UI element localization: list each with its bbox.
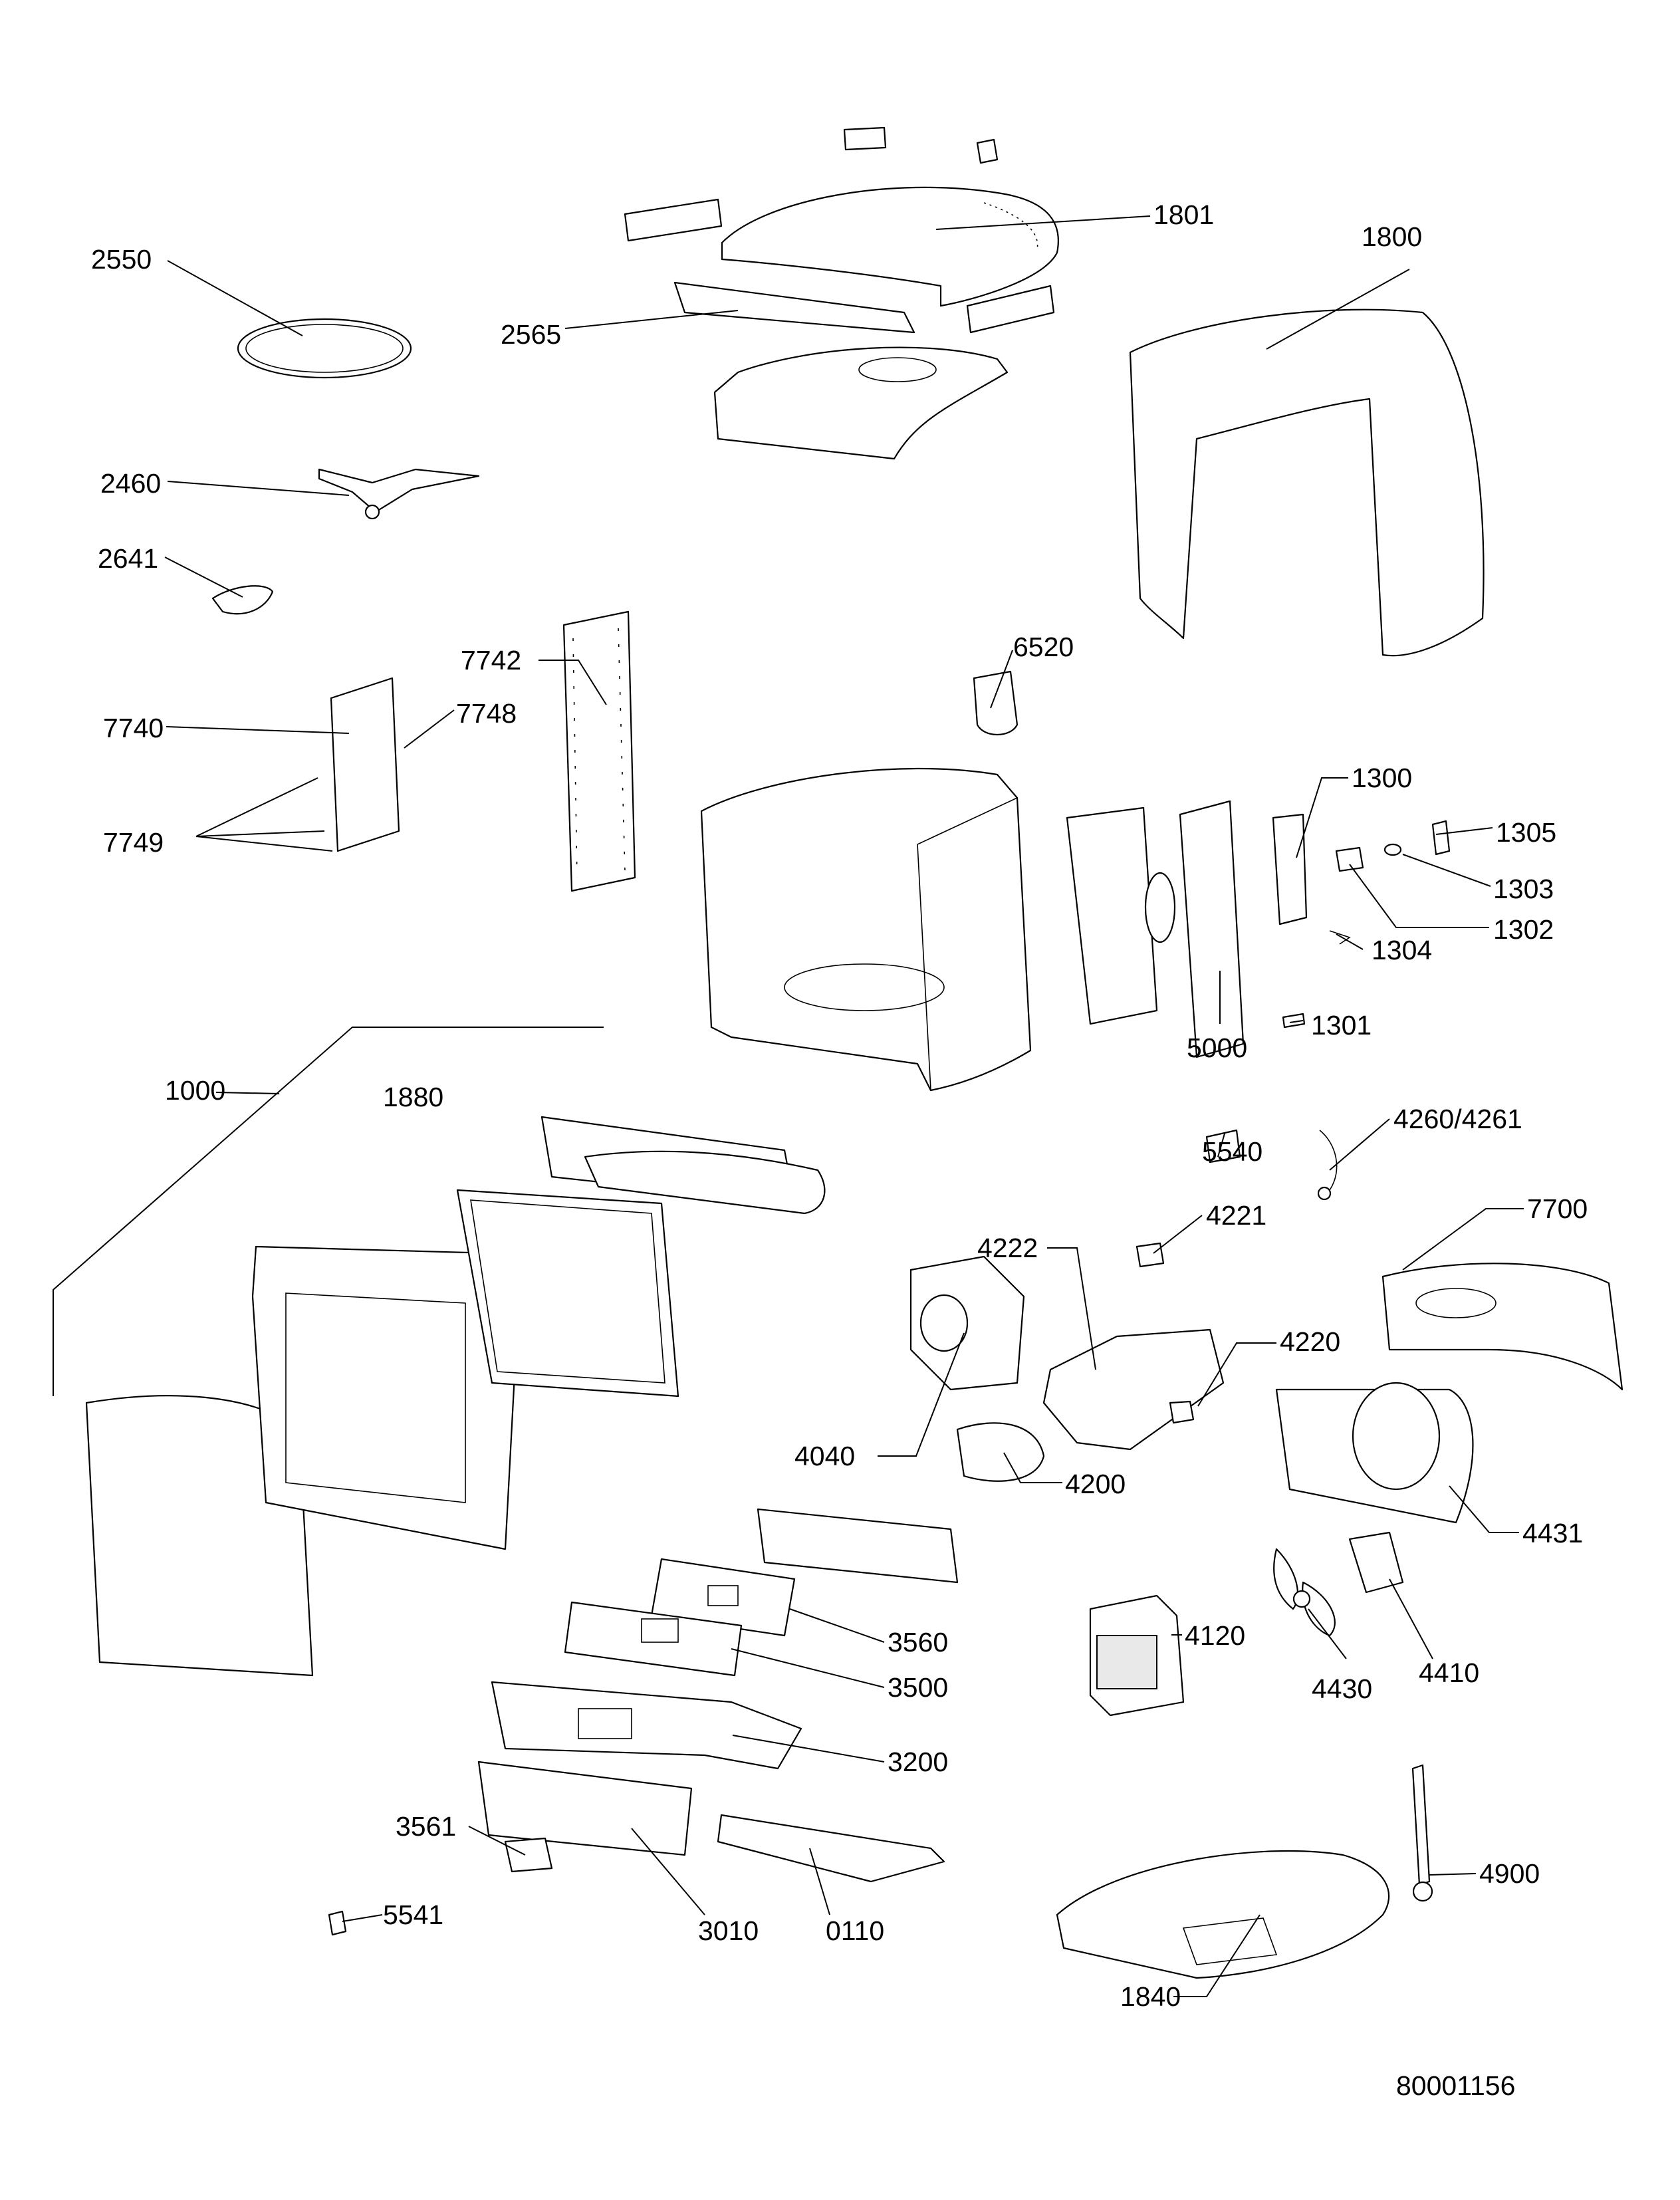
part-1000-door-assembly: [85, 1116, 826, 1677]
callout-4221: 4221: [1206, 1200, 1267, 1231]
callout-1300: 1300: [1352, 763, 1413, 793]
part-4430-fan-blade: [1273, 1548, 1336, 1637]
document-number: 80001156: [1396, 2070, 1516, 2101]
callout-7740: 7740: [103, 713, 164, 743]
callout-1305: 1305: [1496, 817, 1557, 848]
callout-3561: 3561: [396, 1811, 457, 1842]
callout-1800: 1800: [1362, 221, 1423, 252]
part-3010-front-panel: [477, 1761, 693, 1856]
callout-4431: 4431: [1522, 1518, 1584, 1548]
callout-7700: 7700: [1527, 1193, 1588, 1224]
callout-1880: 1880: [383, 1082, 444, 1112]
part-control-grille: [757, 1508, 959, 1584]
part-5000-control-board: [1066, 800, 1245, 1058]
callout-5540: 5540: [1202, 1136, 1263, 1167]
part-4200-capacitor: [956, 1422, 1045, 1482]
part-3500-keypad: [564, 1601, 743, 1677]
callout-0110: 0110: [826, 1915, 885, 1946]
part-4431-fan-housing: [1275, 1382, 1474, 1524]
part-4120-transformer: [1089, 1594, 1185, 1717]
part-1800-wrapper: [1129, 308, 1485, 657]
callout-1301: 1301: [1311, 1010, 1372, 1040]
part-4900-heater-element: [1411, 1764, 1433, 1902]
callout-7748: 7748: [456, 698, 517, 729]
callout-2550: 2550: [91, 244, 152, 275]
callout-1304: 1304: [1372, 935, 1433, 965]
callout-4222: 4222: [977, 1233, 1038, 1263]
callout-2460: 2460: [100, 468, 162, 499]
callout-5541: 5541: [383, 1899, 444, 1930]
callout-4040: 4040: [794, 1441, 856, 1471]
callout-1840: 1840: [1120, 1981, 1181, 2012]
part-7740-cover-panel: [330, 677, 400, 852]
callout-4120: 4120: [1185, 1620, 1246, 1651]
part-1840-base-plate: [1056, 1850, 1390, 1979]
callout-4900: 4900: [1479, 1858, 1540, 1889]
callout-3560: 3560: [888, 1627, 949, 1657]
part-7742-side-panel: [562, 610, 636, 892]
part-2641-coupler: [211, 585, 274, 615]
part-0110-trim: [717, 1814, 945, 1883]
part-3200-control-housing: [491, 1681, 802, 1770]
callout-7742: 7742: [461, 645, 522, 675]
callout-4200: 4200: [1065, 1469, 1126, 1499]
callout-4260-4261: 4260/4261: [1393, 1104, 1522, 1134]
part-4040-magnetron: [909, 1255, 1025, 1391]
part-7700-air-duct: [1381, 1263, 1623, 1391]
part-4220-fuse: [1169, 1400, 1195, 1424]
part-6520-lamp: [973, 670, 1019, 736]
callout-6520: 6520: [1013, 632, 1074, 662]
part-1801-top-cover: [624, 126, 1059, 334]
callout-1000: 1000: [165, 1075, 226, 1106]
leader-lines: [53, 215, 1524, 1997]
part-4222-bracket: [1042, 1328, 1225, 1451]
callout-2641: 2641: [98, 543, 159, 574]
part-3561-clip: [504, 1837, 553, 1873]
callout-7749: 7749: [103, 827, 164, 858]
part-4260-sensor: [1317, 1130, 1338, 1201]
part-3560-membrane: [650, 1558, 796, 1637]
part-2565-bracket: [673, 281, 1009, 460]
callout-2565: 2565: [501, 319, 562, 350]
part-2550-glass-ring: [237, 318, 412, 379]
callout-1302: 1302: [1493, 914, 1554, 945]
callout-4220: 4220: [1280, 1326, 1341, 1357]
callout-3200: 3200: [888, 1747, 949, 1777]
callout-1303: 1303: [1493, 874, 1554, 904]
callout-1801: 1801: [1153, 199, 1215, 230]
callout-3500: 3500: [888, 1672, 949, 1703]
callout-3010: 3010: [698, 1915, 759, 1946]
part-5541-screw: [328, 1910, 347, 1936]
part-4410-fan-motor: [1348, 1531, 1404, 1594]
part-cavity-chassis: [700, 767, 1032, 1092]
part-4221-diode: [1136, 1242, 1165, 1268]
callout-4430: 4430: [1312, 1673, 1373, 1704]
callout-4410: 4410: [1419, 1657, 1480, 1688]
part-1300-interlock: [1272, 813, 1451, 1029]
part-2460-roller-guide: [318, 468, 480, 520]
callout-5000: 5000: [1187, 1033, 1248, 1063]
part-5540-switch: [1205, 1129, 1241, 1163]
